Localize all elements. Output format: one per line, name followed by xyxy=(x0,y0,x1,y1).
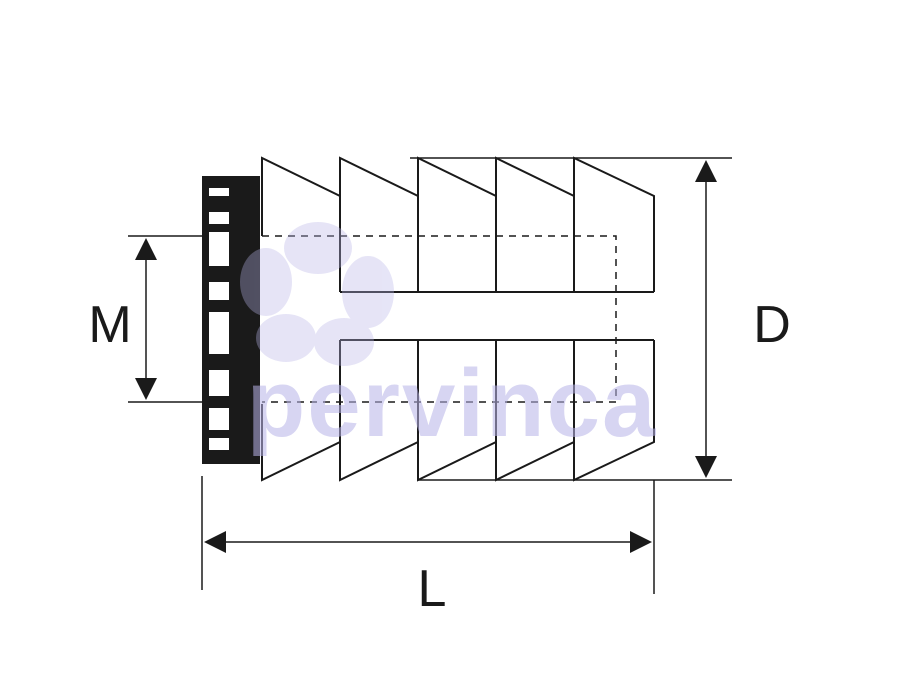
dimension-m-label: M xyxy=(88,296,131,354)
dimension-d xyxy=(410,157,732,481)
watermark-flower-icon xyxy=(240,222,394,366)
insert-body-lower xyxy=(261,339,655,482)
dimension-m xyxy=(128,235,202,403)
insert-flange xyxy=(202,176,260,464)
dimension-l xyxy=(201,476,655,594)
dimension-l-label: L xyxy=(418,560,447,618)
insert-body-upper xyxy=(261,156,655,293)
dimension-d-label: D xyxy=(753,296,791,354)
watermark-text: pervinca xyxy=(247,350,658,457)
